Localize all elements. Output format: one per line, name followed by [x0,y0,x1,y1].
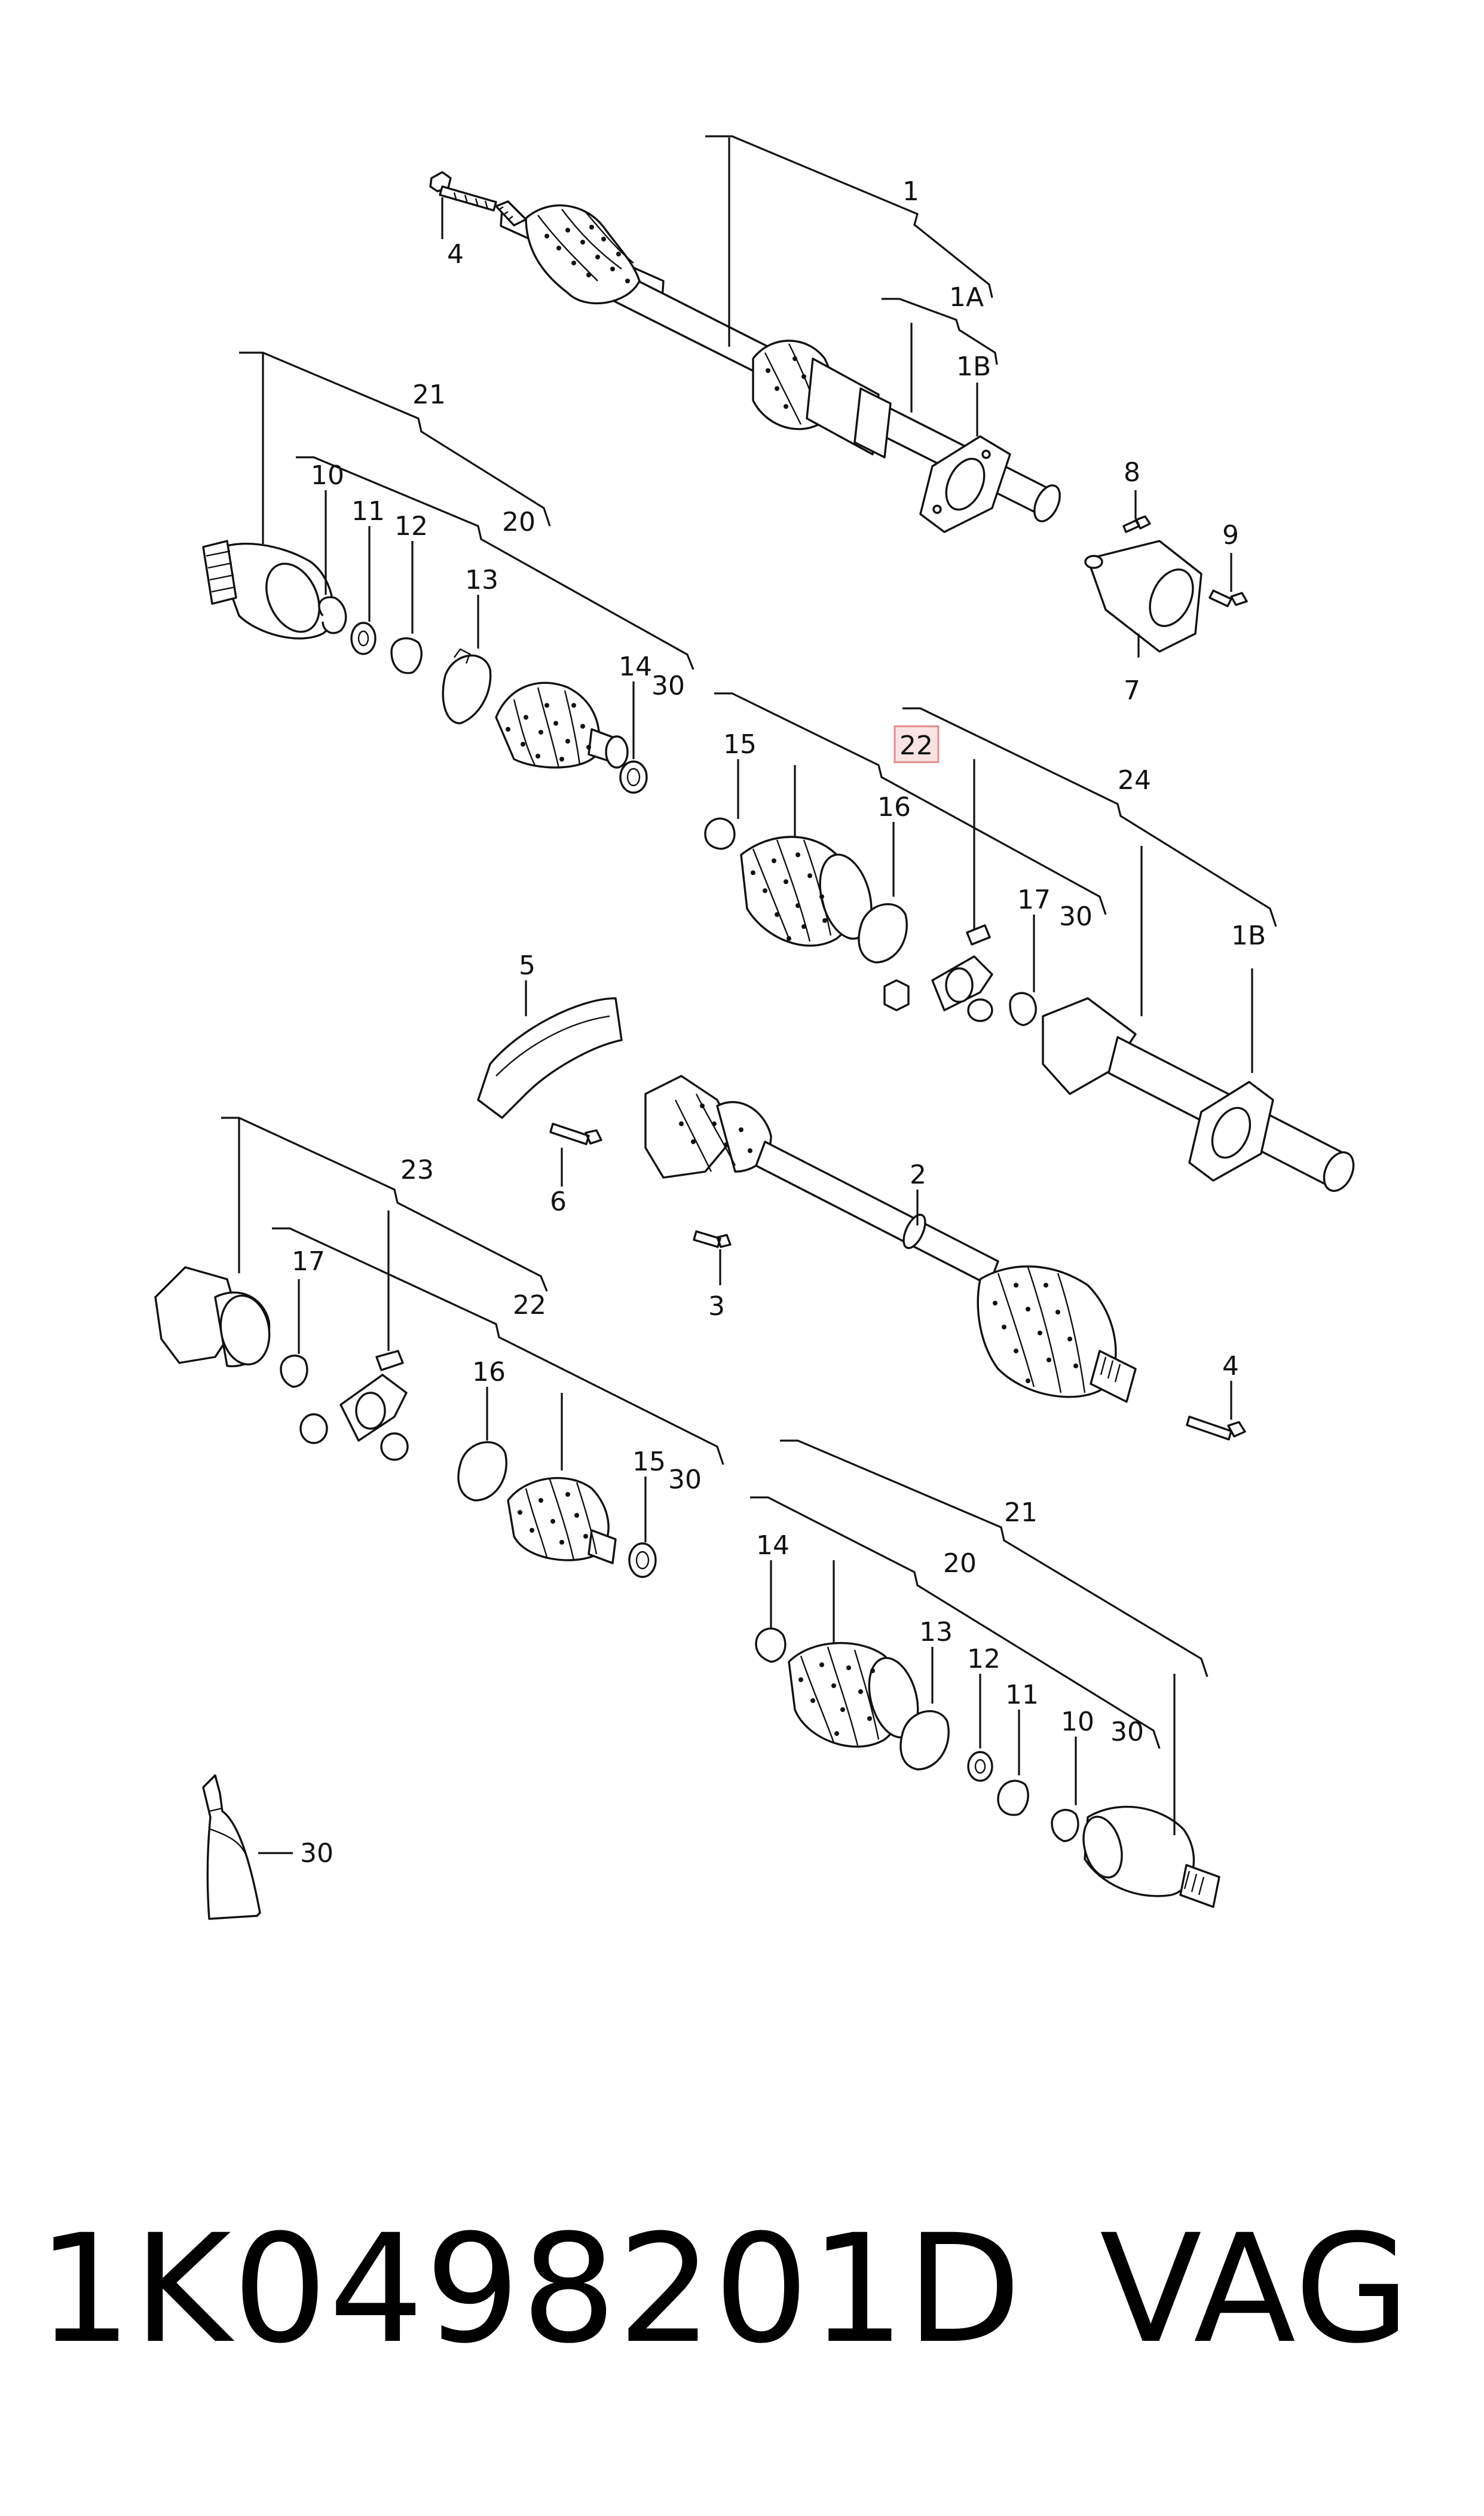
outer-joint-kit-upper: 10 11 12 13 14 21 20 30 [202,351,694,794]
callout-20-upper: 20 [502,507,536,537]
drive-shaft-assembly-top: 1 1A 1B 4 8 9 7 [429,135,1248,706]
callout-17-lower: 17 [292,1246,325,1277]
callout-23: 23 [400,1155,434,1185]
callout-16-upper: 16 [877,792,911,823]
callout-30-inner-lower: 30 [668,1465,702,1495]
callout-10-upper: 10 [311,460,344,491]
outer-boot-top [495,200,641,305]
callout-13-lower: 13 [919,1617,953,1647]
callout-30-outer-lower: 30 [1110,1717,1144,1747]
callout-22-highlighted: 22 [899,730,933,761]
callout-30-grease: 30 [300,1838,333,1869]
bracket-7 [1084,540,1203,653]
callout-1: 1 [902,176,919,207]
bolt-9 [1208,589,1248,607]
callout-11-lower: 11 [1005,1680,1039,1710]
callout-1b: 1B [956,351,991,382]
callout-14-upper: 14 [619,652,652,682]
bolt-8 [1122,515,1151,533]
callout-17-upper: 17 [1017,885,1051,915]
middle-drive-shaft: 5 6 2 3 4 [477,950,1246,1441]
brand-name: VAG [1100,2202,1412,2376]
inner-joint-kit-upper: 15 16 17 30 22 [704,692,1355,1192]
callout-2: 2 [910,1160,926,1190]
callout-10-lower: 10 [1061,1707,1094,1737]
callout-14-lower: 14 [756,1530,790,1561]
callout-15-lower: 15 [632,1447,666,1477]
inner-boot-top [752,340,892,458]
callout-3: 3 [708,1291,725,1322]
callout-21-upper: 21 [412,380,446,410]
callout-5: 5 [519,950,536,981]
callout-11-upper: 11 [351,496,385,527]
callout-15-upper: 15 [723,729,757,760]
grease-tube: 30 [202,1774,333,1920]
callout-13-upper: 13 [465,565,498,595]
callout-30-upper: 30 [651,671,685,701]
callout-12-upper: 12 [394,511,428,542]
callout-7: 7 [1124,675,1140,706]
flange-bearing-top [919,435,1011,533]
callout-16-lower: 16 [472,1357,506,1387]
callout-30-inner-upper: 30 [1059,901,1093,932]
part-info-footer: 1K0498201D VAG [0,2200,1484,2397]
callout-4-top: 4 [447,239,464,270]
highlight-box-22 [894,725,940,763]
part-number: 1K0498201D [37,2202,1023,2376]
callout-1b-lower: 1B [1231,921,1266,951]
callout-6: 6 [550,1187,567,1217]
inner-joint-kit-lower: 17 23 22 16 15 30 [154,1117,724,1578]
callout-24: 24 [1118,765,1151,796]
callout-12-lower: 12 [967,1644,1000,1674]
callout-8: 8 [1124,457,1140,488]
callout-21-lower: 21 [1004,1497,1038,1528]
callout-4-lower: 4 [1222,1351,1239,1381]
outer-joint-kit-lower: 14 13 12 11 10 21 20 [750,1439,1220,1908]
callout-20-lower: 20 [943,1548,977,1579]
bolt-top [429,171,497,212]
callout-1a: 1A [949,282,984,313]
callout-22-lower: 22 [513,1290,546,1320]
callout-9: 9 [1222,520,1239,551]
